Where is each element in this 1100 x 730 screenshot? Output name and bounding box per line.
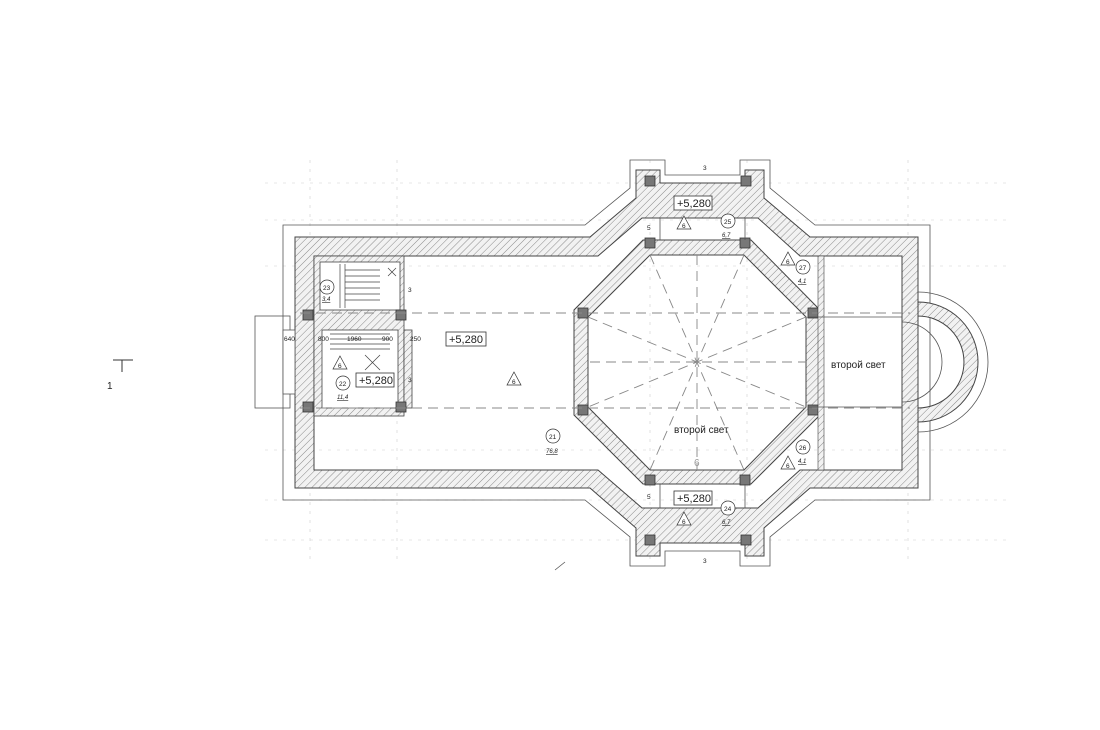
dim-640: 640: [284, 336, 295, 343]
hall-partition: [403, 329, 413, 409]
leader-mark: [554, 561, 566, 571]
dim-3-top: 3: [703, 165, 707, 172]
finish-marker-top-room: 6: [676, 215, 692, 230]
room-21-number: 21: [549, 434, 557, 441]
dim-800: 800: [318, 336, 329, 343]
second-light-center-label: второй свет: [674, 425, 729, 436]
drum-projection-lines: [587, 254, 807, 471]
exterior-wall: [294, 169, 919, 557]
dim-1960: 1960: [347, 336, 362, 343]
finish-marker-26-text: 6: [786, 463, 790, 470]
level-mark-bottom: +5,280: [673, 490, 713, 506]
room-25-number: 25: [724, 219, 732, 226]
room-21-area: 76,8: [546, 449, 558, 455]
dim-6-center: 6: [694, 458, 700, 469]
finish-marker-bottom-room-text: 6: [682, 519, 686, 526]
finish-marker-26: 6: [780, 455, 796, 470]
room-27-number: 27: [799, 265, 807, 272]
dim-5-bottom: 5: [647, 494, 651, 501]
room-24-number: 24: [724, 506, 732, 513]
finish-marker-27-text: 6: [786, 259, 790, 266]
finish-marker-stair-text: 6: [338, 363, 342, 370]
finish-marker-27: 6: [780, 251, 796, 266]
dim-3-stair: 3: [408, 287, 412, 294]
room-24-area: 6,7: [722, 520, 731, 526]
level-mark-top: +5,280: [673, 195, 713, 211]
finish-marker-top-room-text: 6: [682, 223, 686, 230]
beam-lines: [300, 312, 910, 409]
room-25-area: 6,7: [722, 233, 731, 239]
level-mark-bottom-text: +5,280: [677, 493, 711, 505]
room-24-tag: 24 6,7: [720, 500, 736, 526]
finish-marker-hall: 6: [506, 371, 522, 386]
level-mark-top-text: +5,280: [677, 198, 711, 210]
room-26-number: 26: [799, 445, 807, 452]
level-mark-stair: +5,280: [355, 372, 395, 388]
room-27-area: 4,1: [798, 279, 806, 285]
room-26-area: 4,1: [798, 459, 806, 465]
octagon-drum-wall: [573, 239, 821, 485]
finish-marker-stair: 6: [332, 355, 348, 370]
side-room-walls: [659, 218, 902, 508]
dim-3-bottom: 3: [703, 558, 707, 565]
room-23-number: 23: [323, 285, 331, 292]
dimension-labels: 3 3 5 5 6 800 1960 900 250 640 3 3: [284, 165, 707, 565]
room-23-area: 3,4: [322, 297, 331, 303]
apse-outer: [917, 291, 989, 433]
level-mark-hall-text: +5,280: [449, 334, 483, 346]
room-23-tag: 23 3,4: [319, 279, 335, 303]
room-22-area: 11,4: [337, 395, 349, 401]
finish-marker-hall-text: 6: [512, 379, 516, 386]
apse-inner: [901, 321, 943, 403]
dim-3-stair-2: 3: [408, 377, 412, 384]
room-27-tag: 27 4,1: [795, 259, 811, 285]
axis-marker: [113, 359, 133, 372]
apse-wall: [917, 301, 979, 423]
columns: [302, 175, 752, 546]
finish-markers: 6 6 6 6 6 6: [332, 215, 796, 526]
room-26-tag: 26 4,1: [795, 439, 811, 465]
second-light-right-label: второй свет: [831, 360, 886, 371]
dim-900: 900: [382, 336, 393, 343]
room-22-number: 22: [339, 381, 347, 388]
room-22-tag: 22 11,4: [335, 375, 351, 401]
dim-250: 250: [410, 336, 421, 343]
entrance-door: [282, 329, 296, 395]
axis-marker-label: 1: [107, 381, 113, 392]
room-25-tag: 25 6,7: [720, 213, 736, 239]
level-mark-stair-text: +5,280: [359, 375, 393, 387]
outer-wall-outline: [282, 159, 931, 567]
finish-marker-bottom-room: 6: [676, 511, 692, 526]
room-21-tag: 21 76,8: [545, 428, 561, 455]
level-mark-hall: +5,280: [445, 331, 487, 347]
dim-5-top: 5: [647, 225, 651, 232]
